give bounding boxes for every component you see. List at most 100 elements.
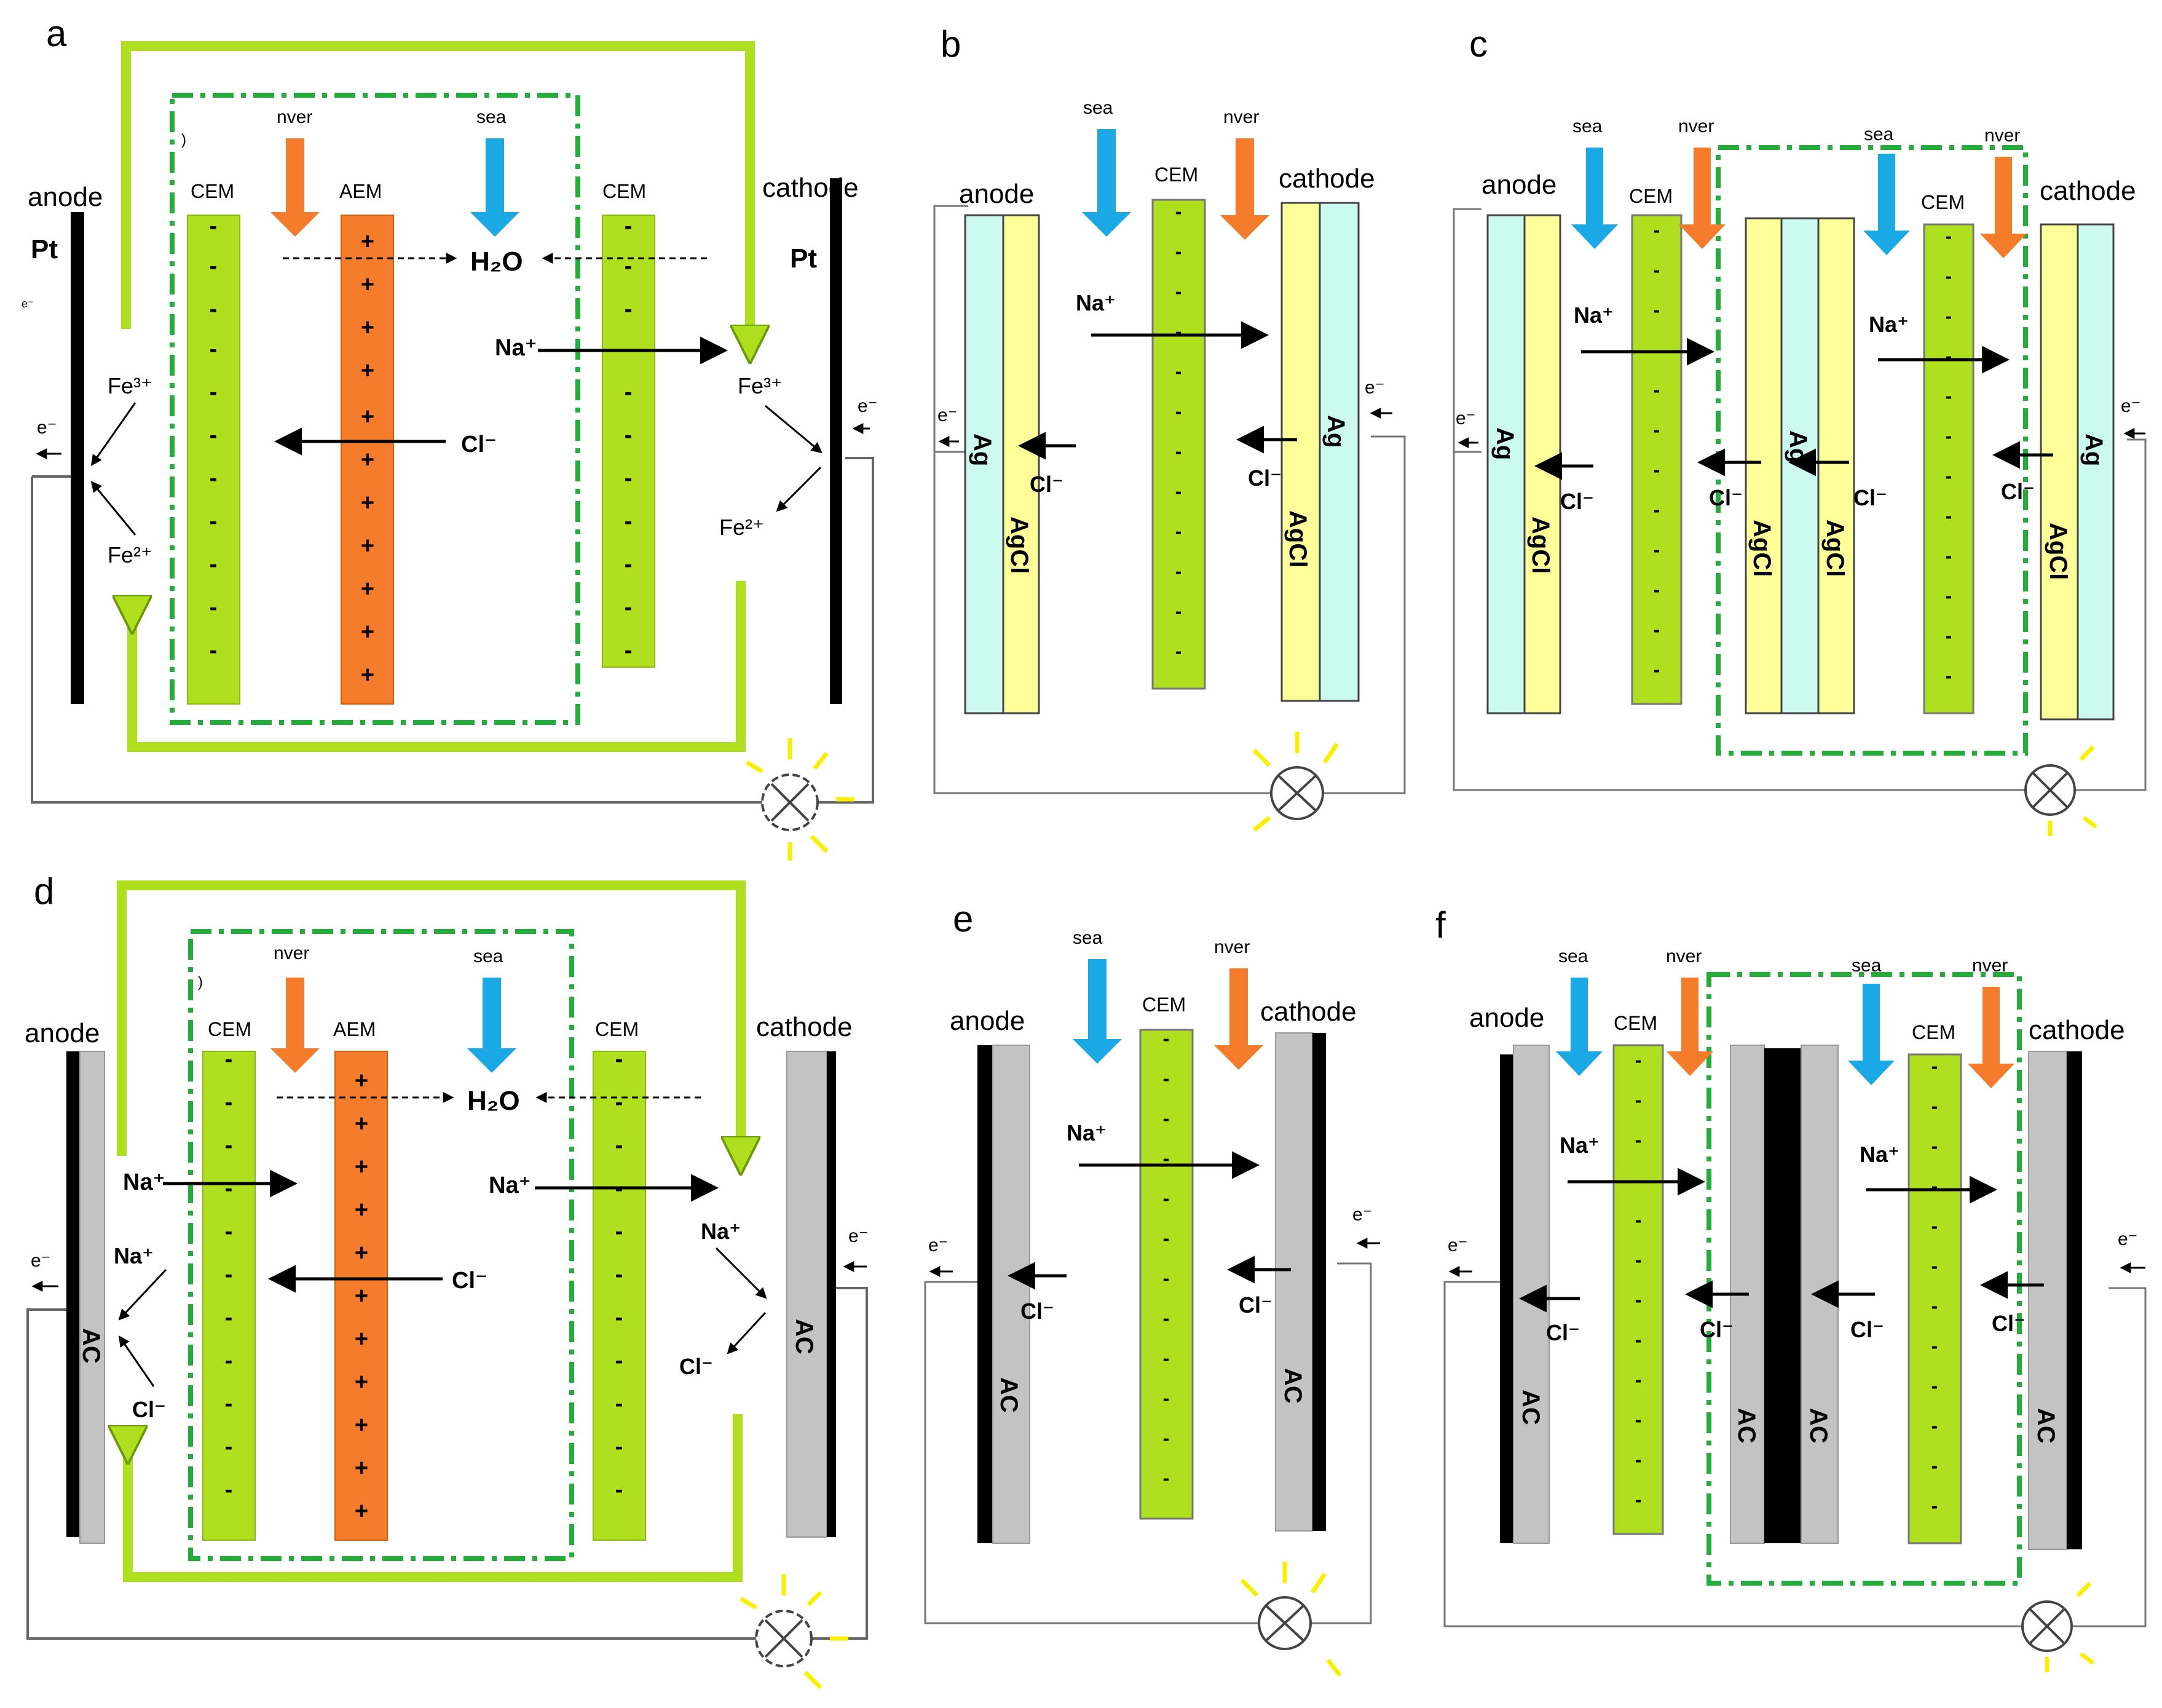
svg-text:+: + (355, 1369, 368, 1395)
svg-text:+: + (361, 229, 374, 255)
electron-label: e⁻ (1352, 1204, 1373, 1225)
svg-text:-: - (1175, 480, 1182, 502)
chloride-ion-label: Cl⁻ (1560, 489, 1594, 514)
svg-text:-: - (1175, 200, 1182, 223)
ag-electrode (1319, 202, 1360, 702)
svg-text:-: - (615, 1305, 623, 1330)
svg-text:-: - (225, 1262, 233, 1287)
anode-label: anode (28, 182, 103, 212)
svg-text:-: - (1163, 1267, 1170, 1289)
river-inflow-arrow (1220, 138, 1269, 240)
agcl-label: AgCl (2045, 523, 2072, 580)
svg-text:-: - (1635, 1329, 1642, 1351)
svg-text:-: - (1175, 280, 1182, 302)
chloride-ion-label: Cl⁻ (1546, 1320, 1580, 1345)
svg-text:-: - (1163, 1227, 1170, 1249)
river-label: nver (1214, 937, 1250, 957)
electrode-plate (66, 1051, 80, 1537)
sea-label: sea (1083, 98, 1113, 118)
agcl-label: AgCl (1284, 510, 1311, 567)
sea-inflow-arrow (1848, 984, 1895, 1085)
panel-letter: c (1469, 23, 1488, 65)
ag-electrode (1486, 214, 1526, 714)
svg-text:-: - (1946, 545, 1952, 567)
svg-text:-: - (1931, 1495, 1938, 1517)
cation-exchange-membrane (1923, 223, 1975, 714)
svg-text:-: - (1654, 299, 1660, 321)
svg-text:-: - (615, 1348, 623, 1374)
external-circuit-wire (31, 457, 874, 804)
svg-text:-: - (1654, 539, 1660, 561)
svg-text:-: - (1175, 400, 1182, 422)
svg-text:-: - (615, 1434, 623, 1460)
svg-text:+: + (361, 315, 374, 341)
svg-text:+: + (355, 1068, 368, 1094)
sodium-ion-label: Na⁺ (495, 335, 537, 361)
cation-exchange-membrane (1908, 1053, 1962, 1544)
svg-text:-: - (1163, 1427, 1170, 1449)
panel-letter: e (953, 898, 973, 939)
agcl-label: AgCl (1527, 516, 1554, 574)
svg-text:-: - (1163, 1347, 1170, 1369)
svg-text:-: - (625, 253, 633, 279)
svg-text:-: - (225, 1305, 233, 1330)
activated-carbon-electrode (2028, 1051, 2067, 1550)
svg-text:-: - (1931, 1095, 1938, 1117)
chloride-ion-label: Cl⁻ (1850, 1317, 1884, 1342)
water-label: H₂O (470, 247, 523, 277)
river-label: nver (274, 943, 309, 963)
river-inflow-arrow (270, 978, 320, 1073)
pt-label: Pt (31, 234, 58, 264)
ag-electrode (2077, 223, 2115, 721)
sea-label: sea (1852, 955, 1882, 976)
panel-a: a anode cathode Pt Pt ) CEM AEM CEM ----… (22, 13, 878, 861)
svg-text:+: + (355, 1283, 368, 1309)
svg-text:-: - (1635, 1289, 1642, 1311)
svg-text:-: - (1635, 1169, 1642, 1191)
svg-text:-: - (1654, 459, 1660, 481)
svg-text:-: - (225, 1089, 233, 1115)
svg-text:-: - (1175, 600, 1182, 622)
svg-text:-: - (210, 213, 218, 239)
sodium-ion-label: Na⁺ (489, 1172, 531, 1198)
electrode-plate (1312, 1033, 1326, 1531)
svg-text:-: - (225, 1348, 233, 1374)
aem-label: AEM (339, 180, 382, 202)
electron-label: e⁻ (858, 396, 878, 416)
fe2-label: Fe²⁺ (719, 515, 764, 540)
marker-text: ) (181, 132, 186, 148)
svg-text:-: - (1175, 360, 1182, 382)
svg-text:-: - (1946, 425, 1952, 447)
electron-label: e⁻ (2121, 396, 2141, 416)
svg-text:+: + (355, 1412, 368, 1438)
fe2-label: Fe²⁺ (108, 542, 152, 567)
ac-label: AC (995, 1377, 1022, 1413)
svg-text:-: - (1635, 1369, 1642, 1391)
svg-text:-: - (1654, 379, 1660, 401)
svg-text:-: - (1175, 640, 1182, 662)
chloride-ion-label: Cl⁻ (1239, 1292, 1272, 1318)
svg-text:-: - (1931, 1055, 1938, 1077)
sea-label: sea (1558, 946, 1588, 967)
cem-label: CEM (1142, 994, 1186, 1016)
svg-text:+: + (361, 358, 374, 384)
agcl-label: AgCl (1006, 516, 1033, 574)
agcl-label: AgCl (1748, 520, 1775, 577)
svg-text:-: - (1946, 585, 1952, 607)
electron-label: e⁻ (2118, 1229, 2138, 1249)
pt-cathode-electrode (830, 178, 842, 704)
cation-exchange-membrane (1612, 1044, 1664, 1535)
svg-text:-: - (210, 422, 218, 448)
svg-text:-: - (1163, 1467, 1170, 1489)
svg-text:-: - (1163, 1187, 1170, 1209)
svg-text:-: - (1946, 225, 1952, 247)
svg-text:-: - (1175, 560, 1182, 582)
external-circuit-wire (26, 1287, 868, 1640)
svg-text:-: - (1946, 625, 1952, 647)
svg-text:-: - (1654, 259, 1660, 281)
svg-text:-: - (1635, 1409, 1642, 1431)
sodium-ion-label: Na⁺ (123, 1169, 165, 1195)
svg-text:-: - (1931, 1335, 1938, 1357)
light-bulb-icon (746, 738, 854, 861)
svg-text:-: - (1635, 1049, 1642, 1071)
